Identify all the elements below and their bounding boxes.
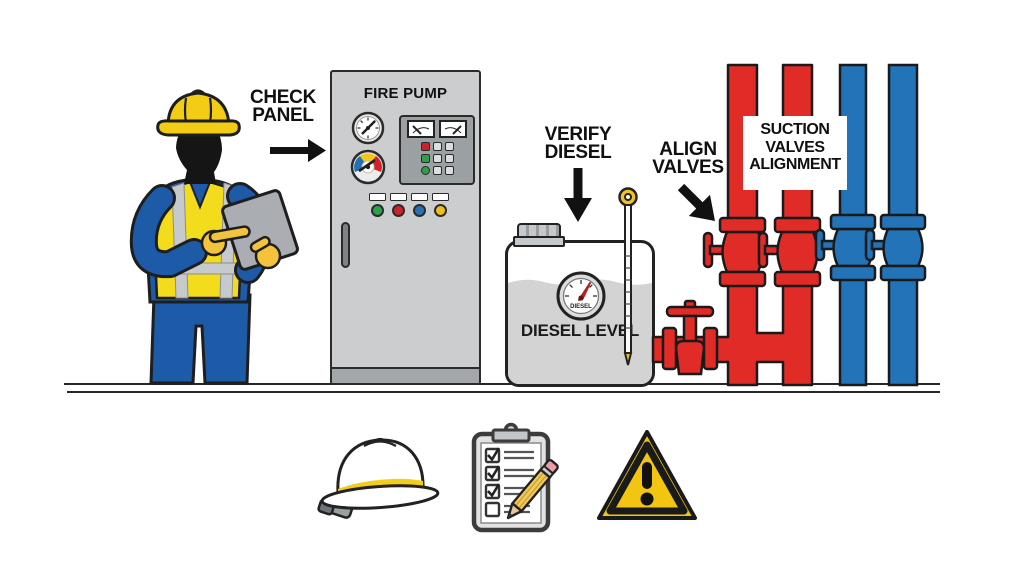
keypad-button[interactable] — [444, 142, 454, 151]
red-valve-2[interactable] — [757, 216, 822, 288]
worker-pants — [149, 293, 252, 385]
verify-diesel-label: VERIFY DIESEL — [544, 124, 612, 164]
dipstick[interactable] — [618, 186, 640, 368]
keypad-button-green[interactable] — [420, 154, 430, 163]
keypad-button[interactable] — [444, 166, 454, 175]
worker-hard-hat-dome — [166, 91, 231, 128]
hard-hat-icon — [317, 437, 440, 519]
fire-pump-panel: FIRE PUMP — [330, 70, 481, 385]
align-valves-label: ALIGN VALVES — [652, 139, 724, 179]
arrow-down-icon — [564, 168, 592, 222]
blue-valve-2[interactable] — [864, 213, 927, 282]
indicator-light-blue — [410, 193, 428, 217]
diesel-level-label: DIESEL LEVEL — [520, 321, 640, 340]
suction-valves-alignment-label: SUCTION VALVES ALIGNMENT — [743, 116, 847, 190]
meter-row — [401, 120, 473, 138]
pointing-finger — [208, 225, 251, 244]
fire-pump-title: FIRE PUMP — [363, 85, 448, 102]
pressure-gauge-icon — [351, 111, 385, 145]
panel-handle[interactable] — [341, 222, 350, 268]
keypad-button-green-round[interactable] — [420, 166, 430, 175]
tank-cap-base — [513, 236, 565, 247]
analog-meter-left-icon — [407, 120, 435, 138]
holding-thumb — [249, 235, 271, 253]
arrow-right-icon — [270, 139, 326, 162]
light-label — [410, 193, 428, 201]
keypad-button[interactable] — [432, 166, 442, 175]
light-label — [368, 193, 386, 201]
indicator-lights — [368, 193, 449, 217]
worker-figure — [129, 89, 299, 385]
suction-piping — [651, 63, 927, 387]
keypad-button[interactable] — [432, 142, 442, 151]
light-label — [431, 193, 449, 201]
worker-hard-hat-brim — [156, 119, 241, 137]
yellow-light — [433, 204, 447, 217]
red-light — [391, 204, 405, 217]
control-keypad — [399, 115, 475, 185]
green-light — [370, 204, 384, 217]
check-panel-label: CHECK PANEL — [249, 87, 317, 127]
temperature-gauge-icon — [350, 149, 386, 185]
dipstick-ticks — [625, 255, 631, 329]
checklist-icon — [471, 422, 559, 533]
indicator-light-red — [389, 193, 407, 217]
red-valve-1[interactable] — [702, 216, 767, 288]
indicator-light-green — [368, 193, 386, 217]
ground-line-bottom — [67, 391, 940, 393]
keypad-button[interactable] — [432, 154, 442, 163]
exclamation-dot — [640, 492, 654, 506]
analog-meter-right-icon — [439, 120, 467, 138]
ground-line-top — [64, 383, 940, 385]
gauge-text: DIESEL — [570, 304, 592, 310]
exclamation-bar — [642, 462, 652, 489]
warning-triangle-icon — [597, 430, 697, 520]
left-arm — [132, 187, 205, 276]
light-label — [389, 193, 407, 201]
keypad-button[interactable] — [444, 154, 454, 163]
indicator-light-yellow — [431, 193, 449, 217]
arrow-diagonal-icon — [677, 183, 715, 221]
pencil-icon — [506, 459, 559, 520]
panel-base — [332, 367, 479, 383]
diesel-level-gauge: DIESEL — [556, 271, 606, 321]
gate-valve[interactable] — [661, 299, 719, 376]
keypad-buttons — [401, 142, 473, 175]
keypad-button-red[interactable] — [420, 142, 430, 151]
blue-valve-1[interactable] — [814, 213, 877, 282]
diesel-fuel — [508, 279, 652, 384]
blue-light — [412, 204, 426, 217]
